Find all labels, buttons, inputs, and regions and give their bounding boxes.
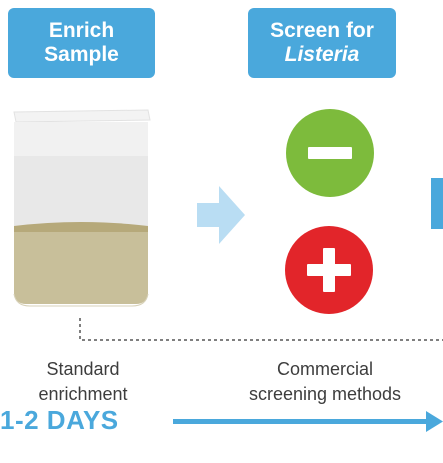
right-arrow-icon	[197, 186, 245, 244]
screen-for-listeria-label: Screen for Listeria	[248, 8, 396, 78]
next-step-edge	[431, 178, 443, 229]
bag-body-middle	[14, 156, 148, 226]
caption-left-line1: Standard	[46, 359, 120, 379]
standard-enrichment-caption: Standard enrichment	[0, 357, 166, 407]
caption-right-line2: screening methods	[248, 384, 402, 404]
bag-liquid	[14, 232, 148, 304]
screen-label-line1: Screen for	[270, 19, 374, 42]
bag-body-upper	[14, 122, 148, 156]
bag-bottom	[13, 293, 149, 307]
negative-result-icon	[286, 109, 374, 197]
positive-result-icon	[285, 226, 373, 314]
enrich-label-line2: Sample	[44, 43, 119, 66]
timeline-arrow-icon	[173, 411, 443, 432]
commercial-screening-caption: Commercial screening methods	[206, 357, 443, 407]
bag-liquid-surface	[14, 222, 148, 234]
sample-bag-icon	[13, 109, 151, 307]
enrich-label-line1: Enrich	[48, 19, 115, 42]
minus-icon	[308, 147, 352, 159]
enrich-sample-label: Enrich Sample	[8, 8, 155, 78]
caption-right-line1: Commercial	[276, 359, 373, 379]
timeline-label: 1-2 DAYS	[0, 405, 119, 435]
screen-label-line2: Listeria	[284, 43, 360, 66]
caption-left-line2: enrichment	[38, 384, 128, 404]
plus-icon-vertical	[323, 248, 335, 292]
bag-seal	[13, 109, 151, 123]
